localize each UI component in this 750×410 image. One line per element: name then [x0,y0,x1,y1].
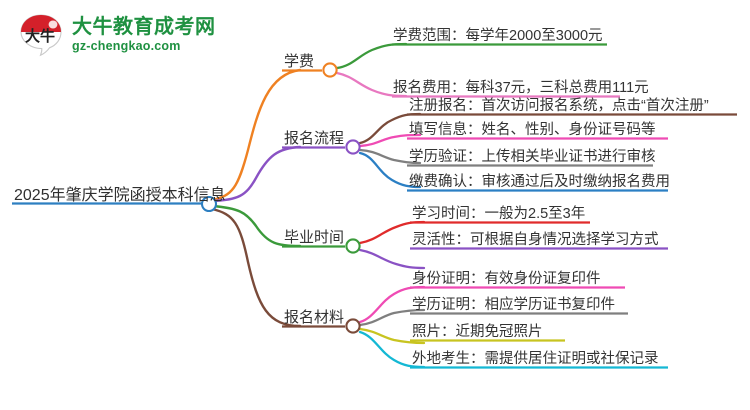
edge-root-to-cailiao [210,207,302,328]
node-dot-root[interactable] [200,195,218,213]
leaf-label-shenfen-zhengming[interactable]: 身份证明：有效身份证复印件 [412,271,601,287]
leaf-label-tianxie-xinxi[interactable]: 填写信息：姓名、性别、身份证号码等 [409,122,656,138]
edge-root-to-xuefei [210,68,302,202]
edge-root-to-biye [210,204,302,248]
site-logo: 大牛 大牛教育成考网 gz-chengkao.com [18,11,238,59]
node-dot-cailiao[interactable] [345,318,361,334]
branch-label-baoming-cailiao[interactable]: 报名材料 [284,309,345,326]
edge-biye-child-2 [358,248,426,270]
edge-root-to-liucheng [210,145,302,203]
logo-subtitle: gz-chengkao.com [72,39,181,54]
leaf-label-xueli-zhengming[interactable]: 学历证明：相应学历证书复印件 [412,297,615,313]
logo-title: 大牛教育成考网 [72,16,216,39]
node-dot-liucheng[interactable] [345,139,361,155]
node-dot-biye[interactable] [345,238,361,254]
edge-cailiao-child-3 [358,327,426,345]
leaf-label-jiaofei-queren[interactable]: 缴费确认：审核通过后及时缴纳报名费用 [409,174,670,190]
branch-label-xuefei[interactable]: 学费 [284,53,315,70]
leaf-label-xuexi-shijian[interactable]: 学习时间：一般为2.5至3年 [412,206,586,222]
branch-label-biye-shijian[interactable]: 毕业时间 [284,229,345,246]
leaf-label-linghuoxing[interactable]: 灵活性：可根据自身情况选择学习方式 [412,232,659,248]
leaf-label-xueli-yanzheng[interactable]: 学历验证：上传相关毕业证书进行审核 [409,149,656,165]
edge-liucheng-child-2 [358,133,422,148]
leaf-label-xuefei-fanwei[interactable]: 学费范围：每学年2000至3000元 [393,28,603,44]
logo-text: 大牛教育成考网 gz-chengkao.com [72,17,216,53]
edge-liucheng-child-4 [358,151,422,189]
branch-label-baoming-liucheng[interactable]: 报名流程 [284,130,345,147]
edge-cailiao-child-2 [358,308,426,327]
edge-xuefei-child-1 [335,42,408,70]
leaf-label-zhuce-baoming[interactable]: 注册报名：首次访问报名系统，点击“首次注册” [409,98,709,114]
node-dot-xuefei[interactable] [322,62,338,78]
leaf-label-baoming-feiyong[interactable]: 报名费用：每科37元，三科总费用111元 [393,80,649,96]
daniu-speech-bubble-logo-icon: 大牛 [18,13,64,57]
leaf-label-zhaopian[interactable]: 照片：近期免冠照片 [412,324,543,340]
leaf-label-waidi-kaosheng[interactable]: 外地考生：需提供居住证明或社保记录 [412,351,659,367]
root-node-label[interactable]: 2025年肇庆学院函授本科信息 [14,187,226,204]
svg-text:大牛: 大牛 [25,27,55,45]
edge-liucheng-child-3 [358,148,422,165]
